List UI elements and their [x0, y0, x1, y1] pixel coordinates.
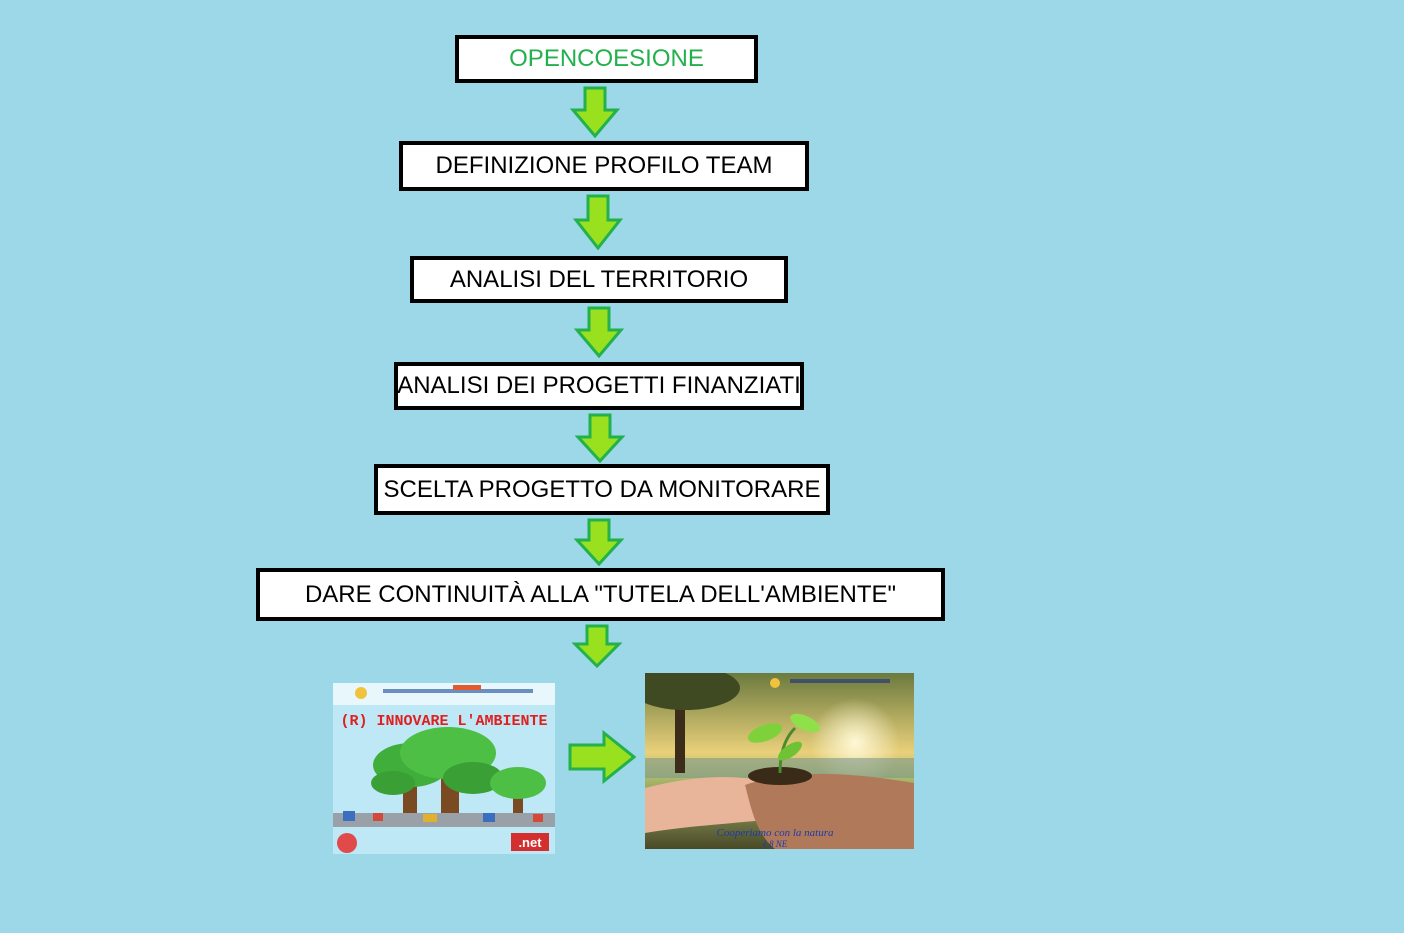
step-label: ANALISI DEL TERRITORIO	[449, 265, 749, 293]
project-image-right: Cooperiamo con la natura è 8 NE	[645, 673, 914, 849]
arrow-down-icon	[573, 194, 623, 250]
arrow-down-icon	[572, 624, 622, 668]
arrow-right-icon	[568, 730, 636, 784]
image-title: (R) INNOVARE L'AMBIENTE	[340, 713, 547, 730]
step-analisi-territorio: ANALISI DEL TERRITORIO	[410, 256, 788, 303]
step-label: SCELTA PROGETTO DA MONITORARE	[383, 475, 821, 503]
step-opencoesione: OPENCOESIONE	[455, 35, 758, 83]
step-label: OPENCOESIONE	[509, 45, 704, 72]
step-label: DEFINIZIONE PROFILO TEAM	[435, 152, 773, 179]
step-analisi-progetti-finanziati: ANALISI DEI PROGETTI FINANZIATI	[394, 362, 804, 410]
image-caption-line1: Cooperiamo con la natura	[716, 827, 834, 839]
arrow-down-icon	[574, 518, 624, 566]
step-label: ANALISI DEI PROGETTI FINANZIATI	[397, 372, 801, 399]
arrow-down-icon	[575, 413, 625, 463]
step-label: DARE CONTINUITÀ ALLA "TUTELA DELL'AMBIEN…	[304, 580, 897, 608]
step-scelta-progetto: SCELTA PROGETTO DA MONITORARE	[374, 464, 830, 515]
step-definizione-profilo-team: DEFINIZIONE PROFILO TEAM	[399, 141, 809, 191]
image-caption-line2: è 8 NE	[763, 839, 788, 849]
arrow-down-icon	[574, 306, 624, 358]
badge-net: .net	[518, 835, 542, 850]
arrow-down-icon	[570, 86, 620, 138]
tree-illustration-icon: .net (R) INNOVARE L'AMBIENTE	[333, 683, 555, 854]
seedling-in-hands-icon: Cooperiamo con la natura è 8 NE	[645, 673, 914, 849]
step-dare-continuita: DARE CONTINUITÀ ALLA "TUTELA DELL'AMBIEN…	[256, 568, 945, 621]
project-image-left: .net (R) INNOVARE L'AMBIENTE	[333, 683, 555, 854]
